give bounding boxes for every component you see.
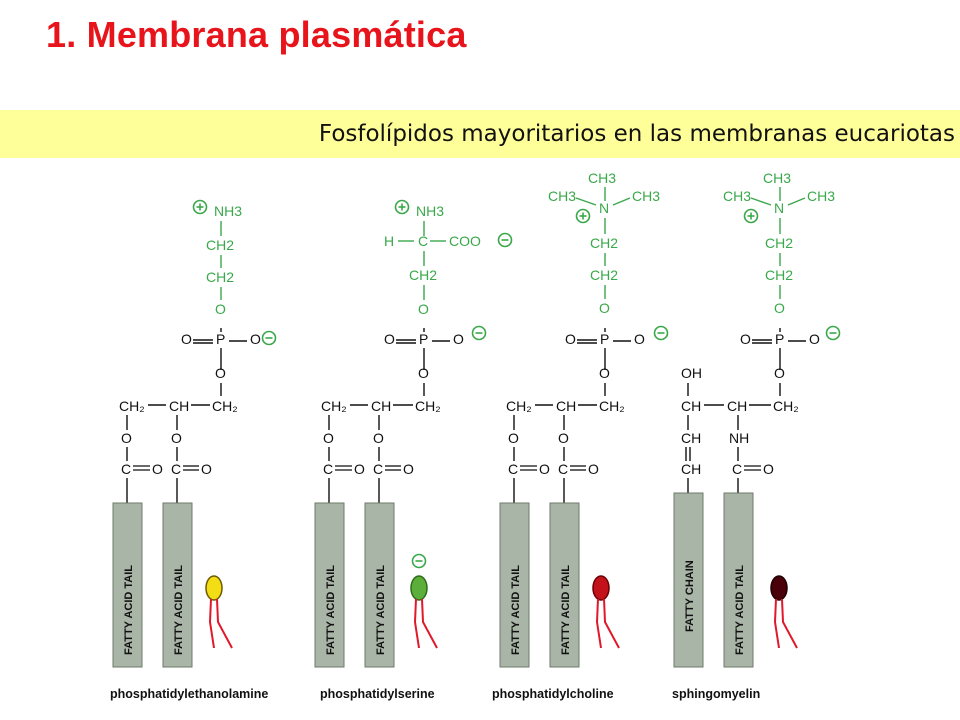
svg-text:C: C [323, 461, 333, 477]
svg-text:CH: CH [556, 398, 576, 414]
head-label: C [418, 233, 428, 249]
head-label: CH2 [206, 269, 234, 285]
svg-text:CH: CH [169, 398, 189, 414]
svg-text:O: O [539, 461, 550, 477]
lipid-head-icon [410, 575, 428, 601]
head-label: H [384, 233, 394, 249]
head-label: N [774, 200, 784, 216]
head-label: CH3 [588, 170, 616, 186]
svg-text:O: O [373, 430, 384, 446]
head-label: NH3 [214, 203, 242, 219]
svg-text:O: O [215, 365, 226, 381]
head-label: CH3 [807, 188, 835, 204]
backbone-label: NH [729, 430, 749, 446]
head-label: CH2 [409, 267, 437, 283]
fatty-tail [499, 502, 530, 668]
molecule-sphingomyelin: CH3 CH3 N CH3 CH2 CH2 O O OH CH CH CH₂ C… [672, 170, 841, 701]
head-label: CH2 [590, 235, 618, 251]
backbone-label: CH [681, 398, 701, 414]
subtitle-text: Fosfolípidos mayoritarios en las membran… [318, 121, 955, 147]
lipid-head-icon [770, 575, 788, 601]
head-label: CH3 [723, 188, 751, 204]
head-label: CH2 [206, 237, 234, 253]
head-label: CH2 [765, 267, 793, 283]
svg-text:O: O [418, 365, 429, 381]
fatty-tail [112, 502, 143, 668]
tail-label: FATTY ACID TAIL [560, 565, 572, 655]
svg-text:O: O [323, 430, 334, 446]
head-label: CH3 [763, 170, 791, 186]
svg-text:CH₂: CH₂ [212, 398, 238, 414]
svg-text:C: C [121, 461, 131, 477]
svg-text:C: C [558, 461, 568, 477]
svg-text:C: C [171, 461, 181, 477]
fatty-tail [314, 502, 345, 668]
svg-text:O: O [201, 461, 212, 477]
svg-text:CH₂: CH₂ [119, 398, 145, 414]
svg-text:O: O [508, 430, 519, 446]
fatty-tail [162, 502, 193, 668]
molecule-name: sphingomyelin [672, 687, 760, 701]
tail-label: FATTY ACID TAIL [123, 565, 135, 655]
tail-label: FATTY ACID TAIL [325, 565, 337, 655]
svg-text:C: C [508, 461, 518, 477]
svg-text:O: O [774, 365, 785, 381]
svg-text:O: O [121, 430, 132, 446]
svg-text:CH: CH [371, 398, 391, 414]
fatty-chain [673, 492, 704, 668]
tail-label: FATTY ACID TAIL [510, 565, 522, 655]
tail-label: FATTY ACID TAIL [173, 565, 185, 655]
molecule-phosphatidylethanolamine: NH3 CH2 CH2 O O CH₂ CH CH₂ O O C O C O [110, 199, 277, 701]
head-label: CH2 [590, 267, 618, 283]
svg-text:O: O [558, 430, 569, 446]
backbone-label: CH [681, 430, 701, 446]
svg-text:C: C [373, 461, 383, 477]
tail-label: FATTY ACID TAIL [734, 565, 746, 655]
head-label: CH2 [765, 235, 793, 251]
head-label: O [774, 300, 785, 316]
molecule-name: phosphatidylserine [320, 687, 435, 701]
head-label: CH3 [632, 188, 660, 204]
molecule-phosphatidylcholine: CH3 CH3 N CH3 CH2 CH2 O O CH₂ CH CH₂ O O… [492, 170, 669, 701]
fatty-tail [549, 502, 580, 668]
svg-text:CH₂: CH₂ [506, 398, 532, 414]
svg-text:CH₂: CH₂ [599, 398, 625, 414]
fatty-tail [723, 492, 754, 668]
svg-text:O: O [599, 365, 610, 381]
tail-label: FATTY ACID TAIL [375, 565, 387, 655]
molecule-name: phosphatidylethanolamine [110, 687, 268, 701]
head-label: NH3 [416, 203, 444, 219]
svg-text:O: O [152, 461, 163, 477]
fatty-tail [364, 502, 395, 668]
backbone-label: OH [681, 365, 702, 381]
head-label: COO [449, 233, 481, 249]
subtitle-banner: Fosfolípidos mayoritarios en las membran… [0, 110, 960, 158]
svg-text:O: O [403, 461, 414, 477]
molecule-name: phosphatidylcholine [492, 687, 614, 701]
svg-text:C: C [732, 461, 742, 477]
head-label: O [599, 300, 610, 316]
head-label: CH3 [548, 188, 576, 204]
svg-text:CH₂: CH₂ [773, 398, 799, 414]
molecule-phosphatidylserine: NH3 H C COO CH2 O O CH₂ CH CH₂ O O C O C [314, 199, 513, 701]
lipid-head-icon [205, 575, 223, 601]
svg-text:CH₂: CH₂ [321, 398, 347, 414]
slide-title: 1. Membrana plasmática [46, 14, 467, 55]
svg-text:O: O [588, 461, 599, 477]
lipid-head-icon [592, 575, 610, 601]
svg-text:CH: CH [727, 398, 747, 414]
tail-label: FATTY CHAIN [684, 560, 696, 632]
head-label: O [215, 301, 226, 317]
svg-text:O: O [763, 461, 774, 477]
backbone-label: CH [681, 461, 701, 477]
svg-text:CH₂: CH₂ [415, 398, 441, 414]
head-label: N [599, 200, 609, 216]
head-label: O [418, 301, 429, 317]
svg-text:O: O [354, 461, 365, 477]
svg-text:O: O [171, 430, 182, 446]
